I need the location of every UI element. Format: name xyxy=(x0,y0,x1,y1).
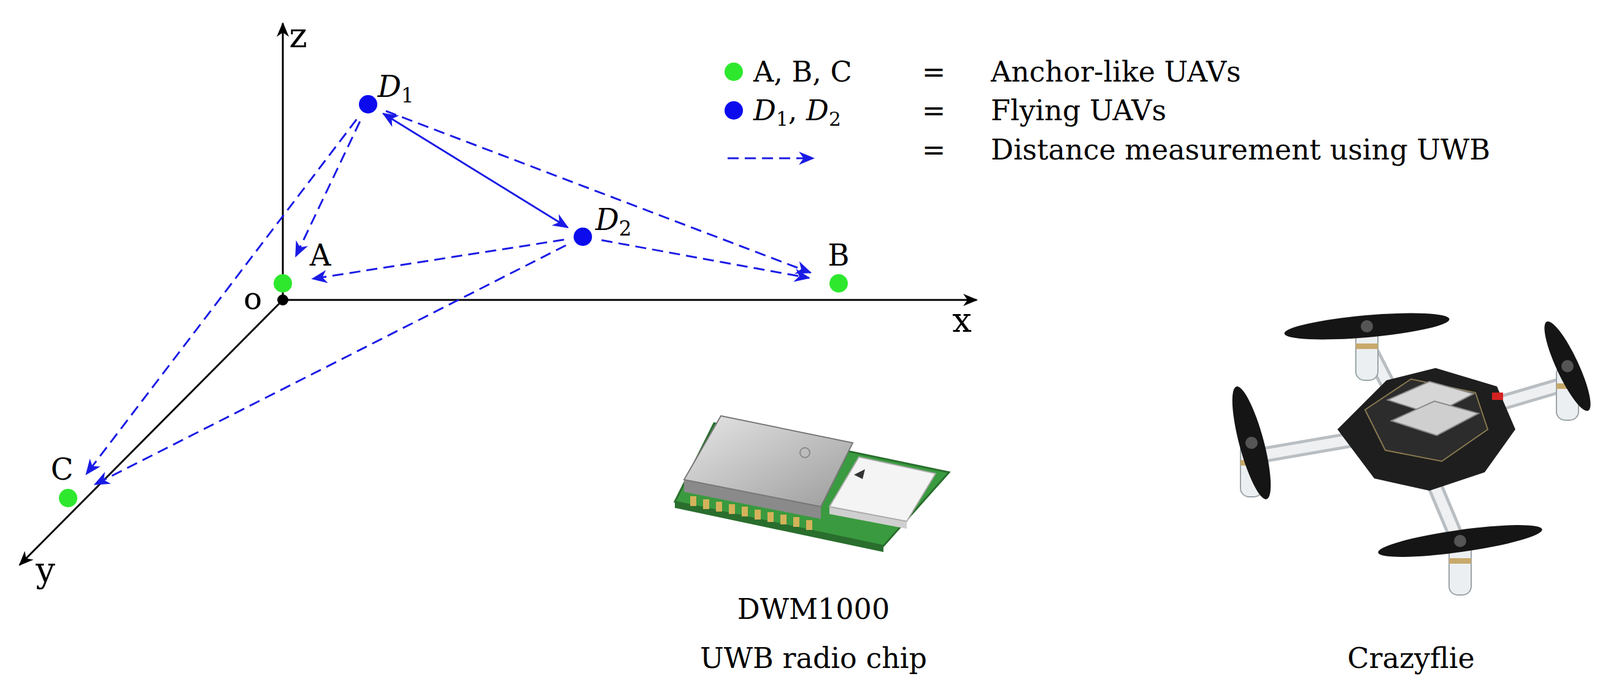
distance-link xyxy=(312,239,564,280)
uav-node: D2 xyxy=(573,227,593,247)
node-label: D1 xyxy=(377,71,414,102)
distance-link xyxy=(601,240,810,279)
uwb-chip-illustration xyxy=(674,415,950,553)
legend-text: Flying UAVs xyxy=(990,96,1167,125)
image-caption: UWB radio chip xyxy=(700,644,927,673)
legend-symbol-text: A, B, C xyxy=(753,57,853,86)
legend-text: Distance measurement using UWB xyxy=(990,135,1491,164)
image-caption: DWM1000 xyxy=(737,595,890,624)
equals-sign: = xyxy=(922,96,947,125)
node-label: C xyxy=(50,454,74,485)
legend-swatch xyxy=(724,62,743,81)
uav-node: A xyxy=(273,274,293,293)
legend-text: Anchor-like UAVs xyxy=(990,57,1242,86)
origin-label: o xyxy=(243,283,262,315)
node-label: D2 xyxy=(595,204,632,235)
distance-link xyxy=(385,111,811,274)
equals-sign: = xyxy=(922,135,947,164)
x-axis xyxy=(282,299,977,302)
y-axis xyxy=(19,300,283,566)
uav-node: B xyxy=(829,274,848,293)
uav-node: D1 xyxy=(358,95,378,114)
equals-sign: = xyxy=(922,57,947,86)
legend-sample-arrow xyxy=(727,157,814,160)
uav-node: C xyxy=(58,488,78,508)
distance-link xyxy=(95,245,567,485)
crazyflie-illustration xyxy=(1224,307,1599,596)
node-label: A xyxy=(309,240,332,270)
z-axis xyxy=(282,23,285,300)
coordinate-axes xyxy=(19,23,977,566)
node-label: B xyxy=(827,240,850,270)
axis-label: z xyxy=(288,18,308,53)
legend-swatch xyxy=(724,101,743,120)
origin-dot xyxy=(277,294,289,306)
axis-label: x xyxy=(952,303,972,338)
axis-label: y xyxy=(35,553,56,588)
distance-link xyxy=(295,121,361,257)
legend-symbol-text: D1, D2 xyxy=(753,96,842,125)
image-caption: Crazyflie xyxy=(1347,644,1475,673)
